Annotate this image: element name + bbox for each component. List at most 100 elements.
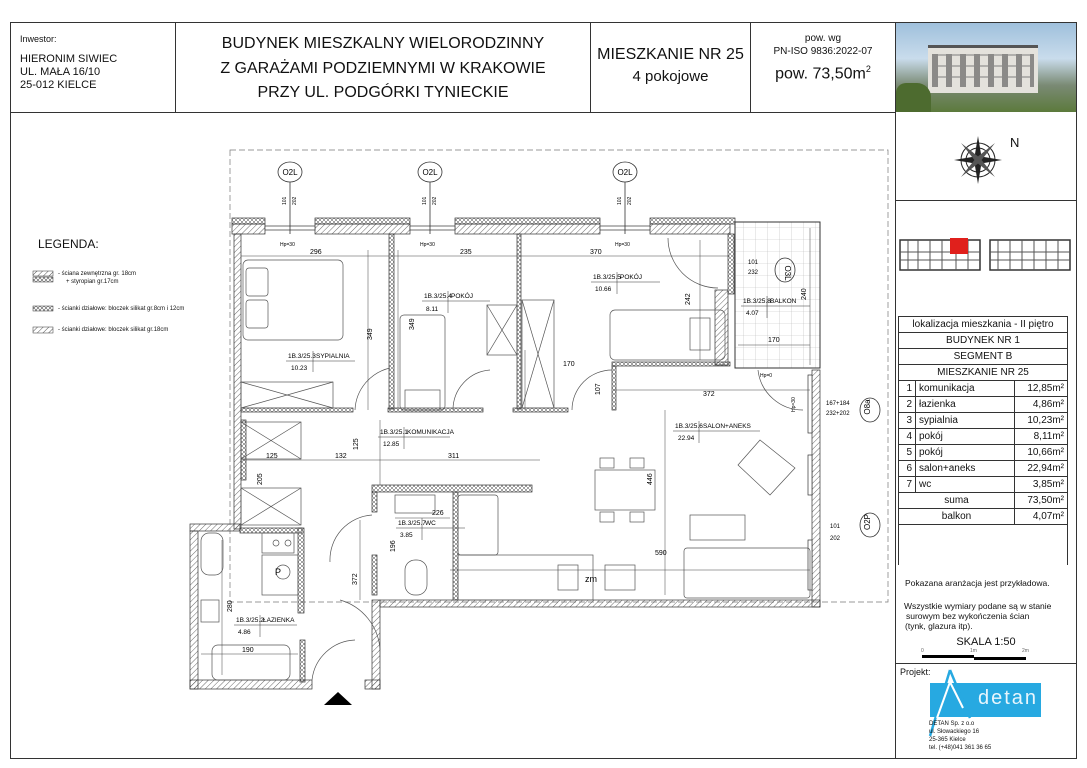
dimension-label: 125 (353, 438, 360, 450)
balcony-area (734, 221, 821, 369)
room-code: 1B.3/25.8 (743, 298, 771, 305)
apartment-location-highlight (950, 238, 968, 254)
row-area: 10,66m² (1014, 444, 1068, 461)
room-area: 4.86 (238, 629, 251, 636)
room-name: BALKON (770, 298, 797, 305)
row-area: 4,86m² (1014, 396, 1068, 413)
dimension-label: 170 (563, 361, 575, 368)
dimension-label: 190 (242, 647, 254, 654)
legend-item-partition-thin: - ścianki działowe: bloczek silikat gr.8… (58, 306, 185, 312)
scale-label: SKALA 1:50 (956, 636, 1016, 648)
right-panel (895, 22, 1077, 759)
window-tag: O2L (617, 168, 633, 177)
scale-tick-1: 1m (970, 648, 977, 654)
tree (896, 83, 931, 112)
company-street: ul. Słowackiego 16 (929, 729, 980, 735)
note-dimensions-2: surowym bez wykończenia ścian (906, 611, 1030, 621)
room-area: 3.85 (400, 532, 413, 539)
apartment-number: MIESZKANIE NR 25 (597, 46, 744, 63)
rooms-count: 4 pokojowe (632, 68, 709, 85)
dimension-label: 132 (335, 453, 347, 460)
legend-item-exterior-wall-insulation: + styropian gr.17cm (66, 279, 119, 285)
room-name: SALON+ANEKS (703, 423, 752, 430)
row-name: sypialnia (915, 412, 1015, 429)
boiler-label: P (275, 567, 281, 577)
detan-logo-text: detan (978, 687, 1039, 709)
note-example-arrangement: Pokazana aranżacja jest przykładowa. (905, 578, 1050, 588)
window-dim: 101 (830, 524, 841, 530)
total-area: pow. 73,50m2 (750, 64, 896, 83)
sum-label: suma (898, 492, 1015, 509)
dimension-label: 311 (448, 453, 459, 460)
window-tag: O2P (863, 514, 872, 530)
room-name: SYPIALNIA (316, 353, 350, 360)
floor-plan-drawing: P zm O2L O2L O2L O3L O8a O2P 101 202 101… (189, 149, 889, 705)
location-caption: lokalizacja mieszkania - II piętro (898, 316, 1068, 333)
window-dim: 202 (830, 536, 841, 542)
detan-logo-mark (928, 669, 972, 737)
sum-value: 73,50m² (1014, 492, 1068, 509)
window-dim: 101 (422, 196, 428, 205)
norm-line1: pow. wg (804, 33, 842, 44)
row-name: salon+aneks (915, 460, 1015, 477)
room-area: 12.85 (383, 441, 400, 448)
room-name: POKÓJ (620, 272, 642, 281)
window-tag: O2L (282, 168, 298, 177)
room-name: ŁAZIENKA (263, 617, 295, 624)
window-dim: 202 (432, 196, 438, 205)
row-no: 7 (898, 476, 916, 493)
building-render-image (896, 23, 1076, 112)
location-key-plan (899, 238, 1071, 271)
room-name: WC (425, 520, 436, 527)
row-area: 8,11m² (1014, 428, 1068, 445)
room-code: 1B.3/25.5 (593, 274, 621, 281)
scale-bar-1 (922, 655, 974, 658)
row-name: komunikacja (915, 380, 1015, 397)
north-arrow-icon (954, 136, 1002, 184)
scale-tick-2: 2m (1022, 648, 1029, 654)
dimension-label: 226 (432, 510, 444, 517)
company-name: DETAN Sp. z o.o (929, 721, 975, 727)
room-area: 4.07 (746, 310, 759, 317)
detan-logo: detan (930, 683, 1041, 717)
row-name: łazienka (915, 396, 1015, 413)
dimension-label: 349 (367, 328, 374, 340)
dimension-label: 107 (595, 383, 602, 395)
row-no: 4 (898, 428, 916, 445)
dimension-label: 280 (227, 600, 234, 612)
room-area: 10.23 (291, 365, 308, 372)
balcony-label: balkon (898, 508, 1015, 525)
row-no: 6 (898, 460, 916, 477)
legend-title: LEGENDA: (38, 237, 99, 251)
window-dim: 232 (748, 270, 759, 276)
fridge-label: zm (585, 574, 597, 584)
scale-bar-2 (974, 657, 1026, 660)
row-area: 22,94m² (1014, 460, 1068, 477)
balcony-value: 4,07m² (1014, 508, 1068, 525)
row-no: 3 (898, 412, 916, 429)
dimension-label: 235 (460, 249, 472, 256)
investor-city: 25-012 KIELCE (20, 79, 97, 91)
sill-height: Hp=30 (420, 242, 435, 248)
sill-height: Hp=30 (280, 242, 295, 248)
legend-item-exterior-wall: - ściana zewnętrzna gr. 18cm (58, 271, 137, 277)
row-name: pokój (915, 428, 1015, 445)
window-dim: 101 (748, 260, 759, 266)
investor-label: Inwestor: (20, 34, 57, 44)
sill-height: Hp=30 (615, 242, 630, 248)
window-tag: O2L (422, 168, 438, 177)
window-dim: 101 (617, 196, 623, 205)
row-no: 2 (898, 396, 916, 413)
investor-street: UL. MAŁA 16/10 (20, 66, 101, 78)
dimension-label: 446 (647, 473, 654, 485)
